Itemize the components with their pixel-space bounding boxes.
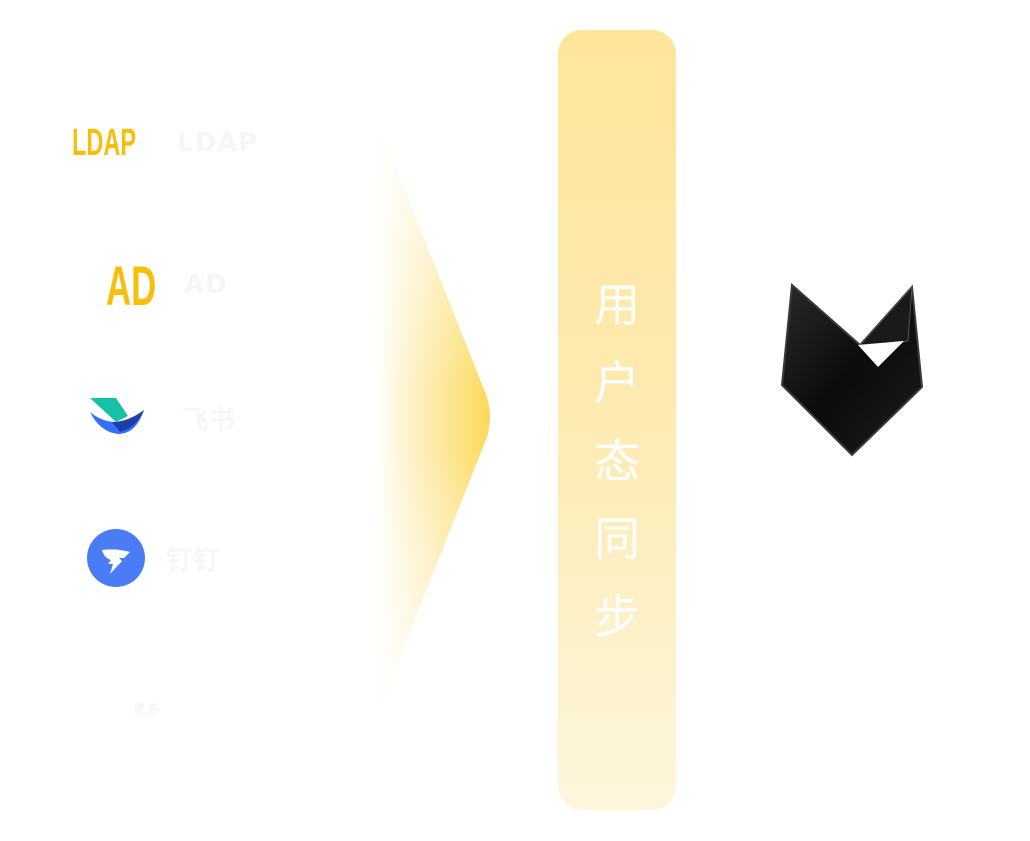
fox-shield-logo: [780, 282, 924, 457]
source-dingtalk-label: 钉钉: [166, 545, 221, 576]
more-sources-label: 更多: [133, 702, 162, 716]
sync-char: 步: [594, 590, 640, 644]
source-ad: AD AD: [106, 253, 228, 317]
source-feishu: 飞书: [86, 388, 236, 448]
source-ad-label: AD: [184, 270, 228, 300]
source-ldap: LDAP LDAP: [72, 113, 258, 173]
user-sync-pill: 用 户 态 同 步: [558, 30, 676, 810]
sync-char: 态: [594, 434, 640, 488]
sync-char: 同: [594, 512, 640, 566]
ldap-logo: LDAP: [72, 121, 137, 164]
user-sync-label: 用 户 态 同 步: [558, 266, 676, 656]
sync-char: 用: [594, 278, 640, 332]
source-ldap-label: LDAP: [177, 128, 259, 158]
source-dingtalk: 钉钉: [86, 528, 220, 588]
feishu-logo: [90, 398, 144, 434]
sync-arrow: [375, 115, 490, 720]
dingtalk-logo: [87, 529, 145, 587]
ad-logo: AD: [106, 253, 157, 317]
source-feishu-label: 飞书: [182, 405, 237, 436]
sync-char: 户: [594, 356, 640, 410]
